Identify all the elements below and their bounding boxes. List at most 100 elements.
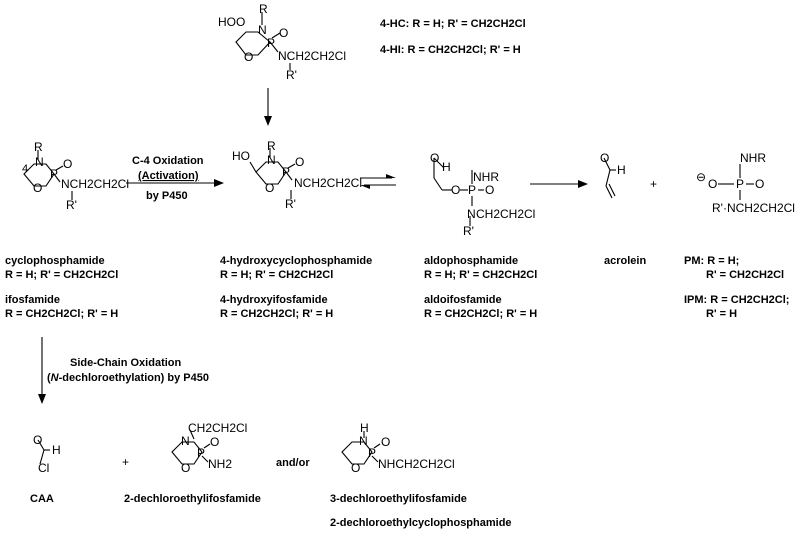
dce2-p: P <box>197 446 205 460</box>
ho-p-n-bond <box>285 171 293 181</box>
cp-p-n-bond <box>53 173 61 183</box>
cp-p-o-bond <box>55 165 64 171</box>
top-o-ring: O <box>244 50 253 64</box>
pm-amine: R'·NCH2CH2Cl <box>712 201 795 215</box>
top-amine: NCH2CH2Cl <box>278 49 346 63</box>
dce2-o: O <box>181 461 190 475</box>
aldo-sub1: R = H; R' = CH2CH2Cl <box>424 269 537 281</box>
acr-cc-bond <box>605 169 611 187</box>
dce2-nh2: NH2 <box>208 457 232 471</box>
dce3-amine: NHCH2CH2Cl <box>378 457 455 471</box>
aldo-structure: O H NHR O P O N CH2CH2Cl R' <box>430 151 535 238</box>
aldo-c3-bond <box>433 177 443 191</box>
pm-structure: ⊖ O P O NHR R'·NCH2CH2Cl <box>696 151 795 215</box>
aldo-amine-sub: R' <box>463 224 474 238</box>
acr-co-bond <box>603 157 611 171</box>
ho-o-ring: O <box>265 181 274 195</box>
ho-amine-sub: R' <box>285 197 296 211</box>
top-n-ring: N <box>258 23 267 37</box>
pm-p-oxo: O <box>755 177 764 191</box>
top-hydroperoxy: HOO <box>218 15 245 29</box>
equilibrium-back-head <box>360 185 370 189</box>
cp-position: 4 <box>22 163 28 175</box>
cp-sub1: R = H; R' = CH2CH2Cl <box>5 269 118 281</box>
dce3-o: O <box>351 461 360 475</box>
caa-co-bond <box>37 439 45 451</box>
dce3-h: H <box>360 421 369 435</box>
ho-n-ring: N <box>267 153 276 167</box>
dce3-structure: H N P O O NHCH2CH2Cl <box>341 421 455 475</box>
dce2-name: 2-dechloroethylifosfamide <box>124 493 261 505</box>
ho-sub2: R = CH2CH2Cl; R' = H <box>220 308 333 320</box>
ho-p-o-bond <box>287 163 296 169</box>
cp-n-sub: R <box>34 140 43 154</box>
top-amine-sub: R' <box>286 68 297 82</box>
sidechain-arrowhead <box>38 394 46 404</box>
sidechain-line2-italic: N <box>51 372 60 384</box>
ho-c-oh-bond <box>249 161 257 173</box>
pm-p: P <box>736 177 744 191</box>
equilibrium-forward-head <box>386 174 396 178</box>
ipm-line2: R' = H <box>706 308 737 320</box>
legend-4hi: 4-HI: R = CH2CH2Cl; R' = H <box>380 44 521 56</box>
cyclophosphamide-structure: R N 4 P O O NCH2CH2Cl R' <box>22 140 129 212</box>
dce3-p-oxo: O <box>381 435 390 449</box>
top-p-oxo: O <box>279 26 288 40</box>
dce2-chain: CH2CH2Cl <box>188 421 247 435</box>
aldo-p: P <box>468 183 476 197</box>
dce2-n-chain-bond <box>189 429 195 440</box>
caa-cl: Cl <box>38 461 49 475</box>
cp-amine: NCH2CH2Cl <box>61 177 129 191</box>
cp-p-ring: P <box>50 167 58 181</box>
aldo-h: H <box>442 160 451 174</box>
top-compound: HOO R N P O O NCH2CH2Cl R' 4-HC: R = H; … <box>218 2 526 82</box>
top-down-arrowhead <box>264 116 272 126</box>
legend-4hc: 4-HC: R = H; R' = CH2CH2Cl <box>380 18 526 30</box>
plus-caa: + <box>122 455 129 469</box>
cp-name1: cyclophosphamide <box>5 255 105 267</box>
dce2-p-nh2-bond <box>201 455 209 463</box>
activation-line2: (Activation) <box>138 170 199 182</box>
cp-p-oxo: O <box>63 157 72 171</box>
acr-cc2b-bond <box>608 183 616 197</box>
dce2-p-oxo-bond <box>203 443 211 449</box>
sidechain-line2-open: ( <box>47 372 51 384</box>
caa-structure: O H Cl <box>33 433 61 475</box>
aldo-n: N <box>467 207 476 221</box>
sidechain-line1: Side-Chain Oxidation <box>70 357 182 369</box>
dce3-name2: 2-dechloroethylcyclophosphamide <box>330 517 512 529</box>
hydroxy-structure: HO R N P O O NCH2CH2Cl R' <box>232 139 362 211</box>
cp-name2: ifosfamide <box>5 294 60 306</box>
ho-sub1: R = H; R' = CH2CH2Cl <box>220 269 333 281</box>
aldo-sub2: R = CH2CH2Cl; R' = H <box>424 308 537 320</box>
dce3-p: P <box>368 446 376 460</box>
aldo-chain: CH2CH2Cl <box>476 207 535 221</box>
andor-label: and/or <box>276 457 310 469</box>
activation-line1: C-4 Oxidation <box>132 155 204 167</box>
aldo-name2: aldoifosfamide <box>424 294 502 306</box>
dce3-p-oxo-bond <box>373 443 381 449</box>
ipm-line1: IPM: R = CH2CH2Cl; <box>684 294 789 306</box>
aldo-nhr: NHR <box>473 170 499 184</box>
activation-arrowhead <box>214 179 224 187</box>
acrolein-structure: O H <box>600 151 626 199</box>
ho-n-sub: R <box>267 139 276 153</box>
dce2-structure: CH2CH2Cl N P O O NH2 <box>171 421 247 475</box>
aldo-arrowhead <box>578 180 588 188</box>
caa-o: O <box>33 433 42 447</box>
caa-h: H <box>52 443 61 457</box>
ho-p-oxo: O <box>295 155 304 169</box>
pm-line1: PM: R = H; <box>684 255 739 267</box>
ho-name1: 4-hydroxycyclophosphamide <box>220 255 372 267</box>
dce3-n: N <box>359 434 368 448</box>
aldo-c1-bond <box>433 157 445 169</box>
dce2-p-oxo: O <box>210 435 219 449</box>
pm-o-minus: O <box>708 177 717 191</box>
dce3-ring-bonds <box>341 441 373 465</box>
cp-sub2: R = CH2CH2Cl; R' = H <box>5 308 118 320</box>
cp-o-ring: O <box>33 181 42 195</box>
aldo-ester-o: O <box>451 183 460 197</box>
dce2-n: N <box>181 434 190 448</box>
sidechain-line2-rest: -dechloroethylation) by P450 <box>59 372 209 384</box>
